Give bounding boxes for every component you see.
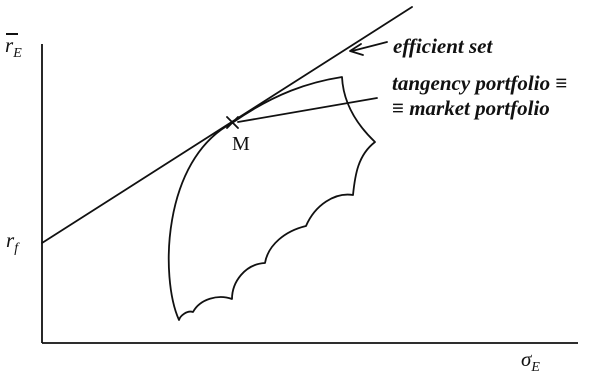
tangency-arrow (237, 97, 378, 123)
y-axis-label-main: r (5, 33, 14, 57)
y-axis-label-subscript: E (13, 46, 22, 61)
risk-free-label-subscript: f (14, 241, 19, 256)
efficient-set-arrowhead (349, 43, 364, 56)
market-portfolio-point-label: M (232, 133, 250, 155)
feasible-set-region (167, 76, 376, 321)
tangency-annotation-line2: ≡ market portfolio (392, 96, 550, 120)
tangency-annotation-line1: tangency portfolio ≡ (392, 71, 568, 95)
efficient-set-arrow (351, 41, 388, 52)
efficient-set-annotation: efficient set (393, 34, 493, 58)
y-axis-label-overbar (6, 33, 18, 35)
x-axis-label-main: σ (521, 347, 532, 371)
x-axis-label: σE (521, 347, 540, 375)
x-axis-label-subscript: E (531, 360, 540, 375)
tangency-point-marker (226, 116, 239, 129)
y-axis-label: r E (5, 33, 22, 61)
risk-free-label-main: r (6, 228, 15, 252)
risk-free-rate-label: rf (6, 228, 18, 256)
